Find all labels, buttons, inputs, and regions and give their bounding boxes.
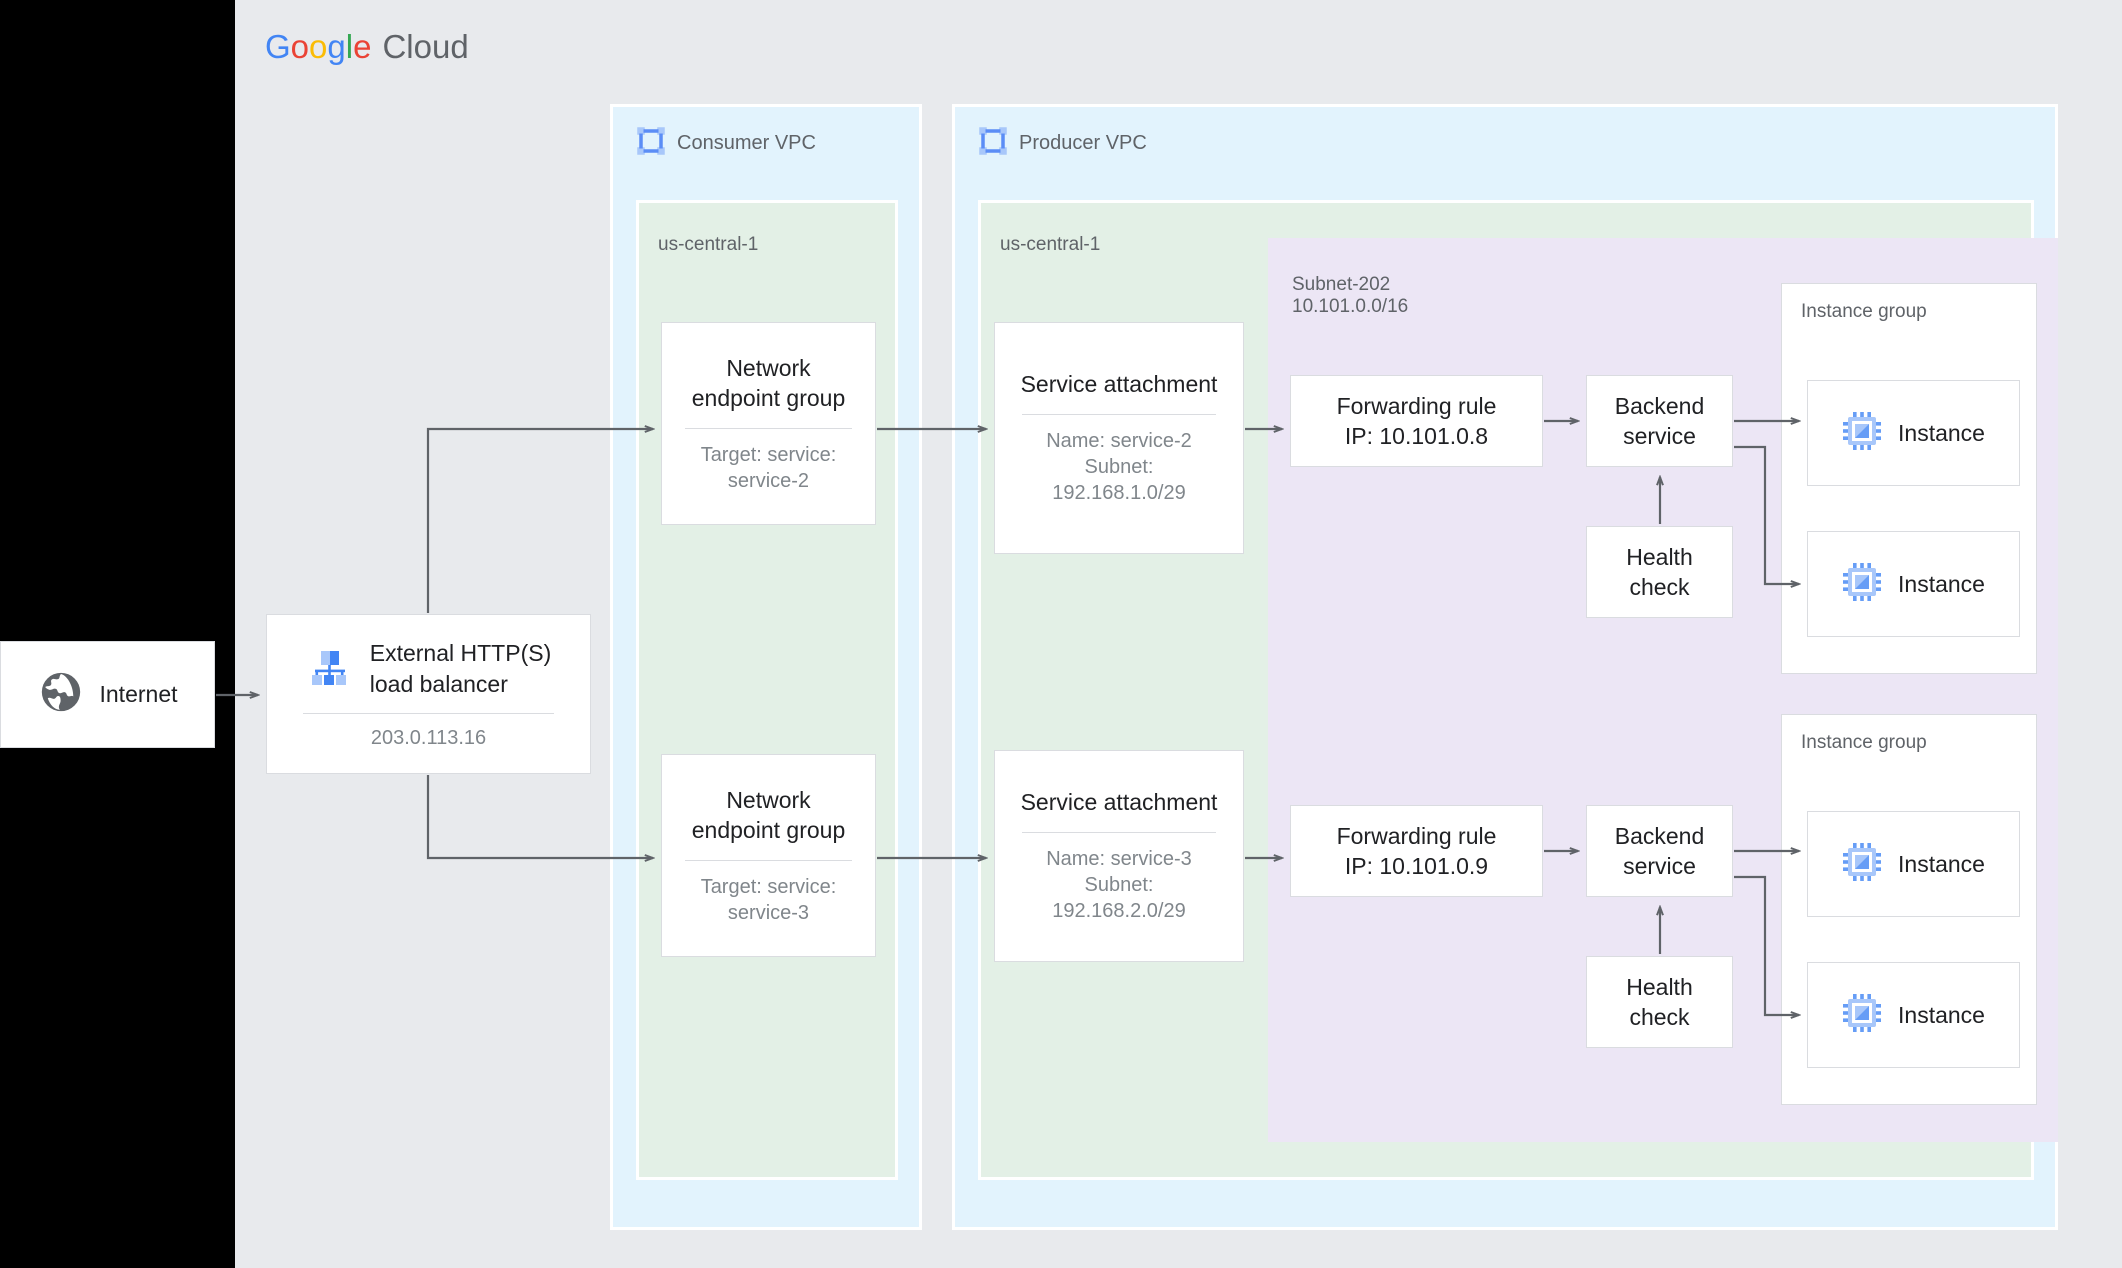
google-cloud-logo: Google Cloud xyxy=(265,28,469,66)
logo-letter-o2: o xyxy=(309,28,328,65)
producer-vpc-label: Producer VPC xyxy=(1019,132,1147,154)
instance-2-1-label: Instance xyxy=(1898,850,1985,877)
logo-letter-l: l xyxy=(345,28,354,65)
service-attachment-1[interactable]: Service attachment Name: service-2 Subne… xyxy=(994,322,1244,554)
divider xyxy=(685,427,852,429)
neg-2-title: Network endpoint group xyxy=(691,786,846,844)
logo-word-cloud: Cloud xyxy=(382,28,469,65)
instance-1-2-label: Instance xyxy=(1898,570,1985,597)
logo-letter-e: e xyxy=(353,28,372,65)
health-check-2[interactable]: Health check xyxy=(1586,956,1733,1048)
vpc-icon xyxy=(636,126,666,161)
instance-chip-icon xyxy=(1842,993,1882,1038)
load-balancer-icon xyxy=(306,643,352,694)
logo-letter-g: G xyxy=(265,28,291,65)
consumer-vpc-label: Consumer VPC xyxy=(677,132,816,154)
backend-service-1[interactable]: Backend service xyxy=(1586,375,1733,467)
divider xyxy=(1022,831,1216,833)
logo-letter-o1: o xyxy=(290,28,310,65)
forwarding-rule-1[interactable]: Forwarding rule IP: 10.101.0.8 xyxy=(1290,375,1543,467)
neg-1-title: Network endpoint group xyxy=(691,354,846,412)
divider xyxy=(302,713,555,715)
subnet-cidr: 10.101.0.0/16 xyxy=(1292,296,1409,317)
producer-region-label: us-central-1 xyxy=(1000,234,1101,255)
instance-1-1[interactable]: Instance xyxy=(1807,380,2020,486)
instance-chip-icon xyxy=(1842,842,1882,887)
instance-1-1-label: Instance xyxy=(1898,419,1985,446)
consumer-vpc-header: Consumer VPC xyxy=(636,126,816,161)
internet-card[interactable]: Internet xyxy=(0,641,215,748)
service-attachment-1-title: Service attachment xyxy=(1020,371,1218,398)
instance-1-2[interactable]: Instance xyxy=(1807,531,2020,637)
consumer-region-label: us-central-1 xyxy=(658,234,759,255)
external-load-balancer-card[interactable]: External HTTP(S) load balancer 203.0.113… xyxy=(266,614,591,774)
service-attachment-2-title: Service attachment xyxy=(1020,789,1218,816)
divider xyxy=(1022,413,1216,415)
instance-2-2[interactable]: Instance xyxy=(1807,962,2020,1068)
internet-label: Internet xyxy=(99,681,178,707)
instance-chip-icon xyxy=(1842,562,1882,607)
neg-2-subtitle: Target: service: service-3 xyxy=(700,875,837,925)
load-balancer-ip: 203.0.113.16 xyxy=(370,727,487,750)
neg-1-subtitle: Target: service: service-2 xyxy=(700,443,837,493)
forwarding-rule-2[interactable]: Forwarding rule IP: 10.101.0.9 xyxy=(1290,805,1543,897)
instance-2-2-label: Instance xyxy=(1898,1001,1985,1028)
service-attachment-1-subtitle: Name: service-2 Subnet: 192.168.1.0/29 xyxy=(1046,429,1192,505)
subnet-name: Subnet-202 xyxy=(1292,274,1391,295)
health-check-1[interactable]: Health check xyxy=(1586,526,1733,618)
network-endpoint-group-1[interactable]: Network endpoint group Target: service: … xyxy=(661,322,876,525)
load-balancer-title: External HTTP(S) load balancer xyxy=(369,639,552,697)
producer-vpc-header: Producer VPC xyxy=(978,126,1147,161)
vpc-icon xyxy=(978,126,1008,161)
service-attachment-2-subtitle: Name: service-3 Subnet: 192.168.2.0/29 xyxy=(1046,847,1192,923)
instance-group-1-title: Instance group xyxy=(1801,301,1927,322)
logo-letter-g2: g xyxy=(327,28,346,65)
divider xyxy=(685,859,852,861)
backend-service-2[interactable]: Backend service xyxy=(1586,805,1733,897)
network-endpoint-group-2[interactable]: Network endpoint group Target: service: … xyxy=(661,754,876,957)
instance-chip-icon xyxy=(1842,411,1882,456)
instance-2-1[interactable]: Instance xyxy=(1807,811,2020,917)
instance-group-2-title: Instance group xyxy=(1801,732,1927,753)
globe-icon xyxy=(38,669,84,720)
service-attachment-2[interactable]: Service attachment Name: service-3 Subne… xyxy=(994,750,1244,962)
